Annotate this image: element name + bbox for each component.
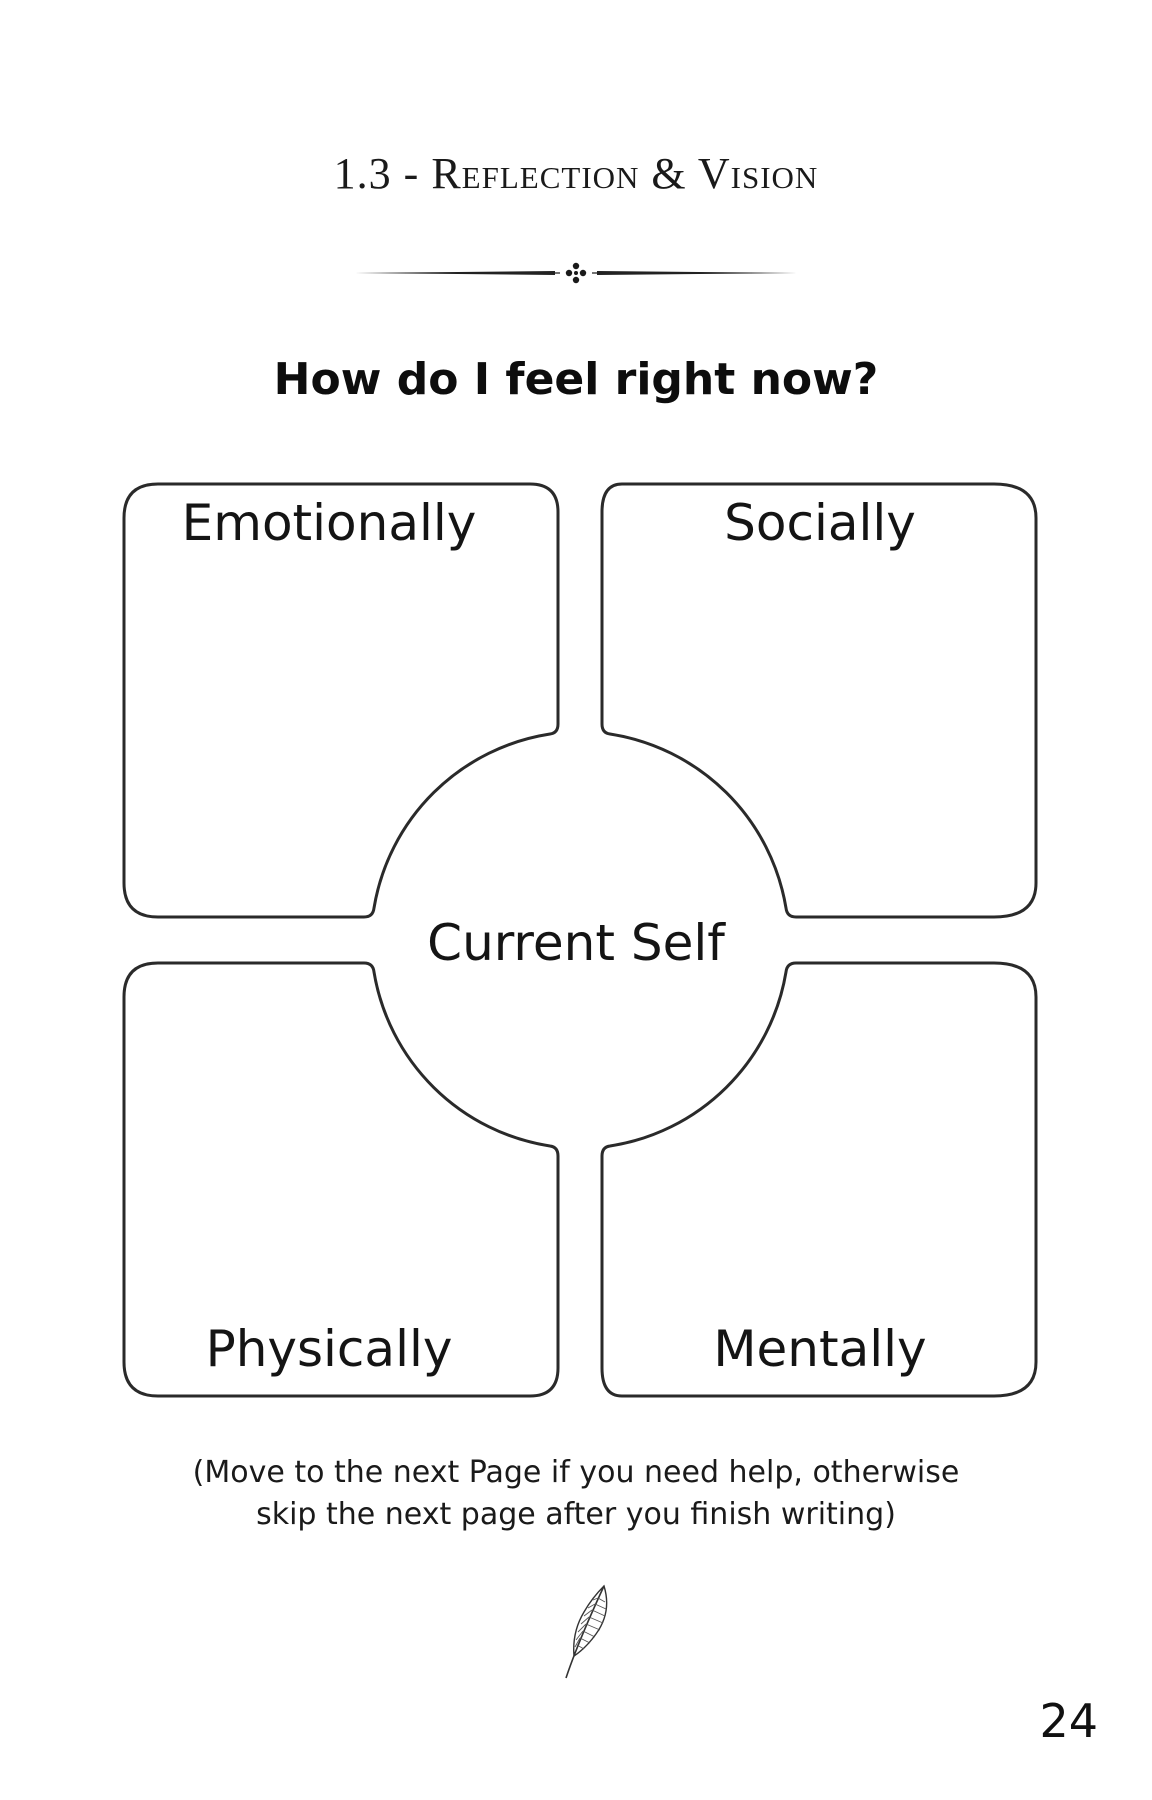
quadrant-box-socially[interactable] — [600, 482, 1038, 919]
instruction-note: (Move to the next Page if you need help,… — [0, 1452, 1152, 1536]
page-number: 24 — [1039, 1694, 1098, 1748]
quadrant-label-mentally: Mentally — [713, 1320, 927, 1378]
quadrant-label-physically: Physically — [205, 1320, 453, 1378]
feather-icon — [565, 1584, 608, 1679]
note-line-1: (Move to the next Page if you need help,… — [192, 1455, 960, 1490]
ornament-divider-icon — [355, 262, 797, 284]
quadrant-box-mentally[interactable] — [600, 961, 1038, 1398]
note-line-2: skip the next page after you finish writ… — [256, 1497, 896, 1532]
quadrant-label-socially: Socially — [724, 494, 916, 552]
question-heading: How do I feel right now? — [273, 354, 879, 405]
section-title: 1.3 - Reflection & Vision — [333, 149, 819, 198]
quadrant-label-emotionally: Emotionally — [181, 494, 477, 552]
quadrant-box-physically[interactable] — [122, 961, 560, 1398]
center-label: Current Self — [427, 914, 725, 972]
quadrant-box-emotionally[interactable] — [122, 482, 560, 919]
